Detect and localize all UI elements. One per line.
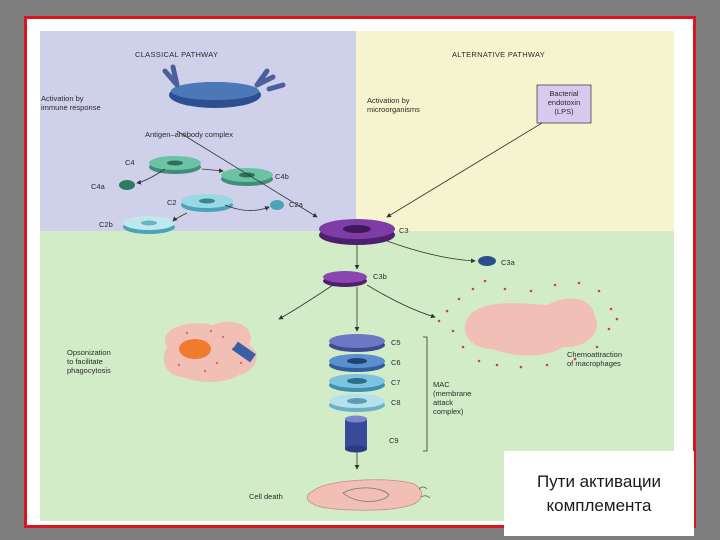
caption-box: Пути активации комплемента (504, 451, 694, 536)
c4b-label: C4b (275, 172, 289, 181)
endotoxin-label-2: endotoxin (548, 98, 581, 107)
c4b-ring-icon (221, 168, 273, 186)
c6-ring-icon (329, 354, 385, 372)
activation-micro-label-2: microorganisms (367, 105, 420, 114)
phagocyte-cell-icon (163, 321, 257, 382)
pathway-arrows (136, 122, 543, 470)
c3-label: C3 (399, 226, 409, 235)
activation-micro-label-1: Activation by (367, 96, 410, 105)
opsonization-label-2: to facilitate (67, 357, 103, 366)
mac-label-3: attack (433, 398, 453, 407)
c2-label: C2 (167, 198, 177, 207)
chemoattraction-label-1: Chemoattraction (567, 350, 622, 359)
alternative-pathway-region (356, 31, 674, 231)
alternative-pathway-header: ALTERNATIVE PATHWAY (452, 50, 545, 59)
macrophage-cell-icon (437, 279, 619, 369)
cell-death-label: Cell death (249, 492, 283, 501)
activation-immune-label-2: immune response (41, 103, 101, 112)
lysed-cell-icon (306, 479, 431, 511)
c3-ring-icon (319, 219, 395, 245)
c2a-fragment-icon (270, 200, 284, 210)
c5-label: C5 (391, 338, 401, 347)
c9-label: C9 (389, 436, 399, 445)
c3b-label: C3b (373, 272, 387, 281)
endotoxin-label-3: (LPS) (554, 107, 574, 116)
c8-ring-icon (329, 394, 385, 412)
c2-ring-icon (181, 194, 233, 212)
c3a-label: C3a (501, 258, 516, 267)
c8-label: C8 (391, 398, 401, 407)
c2b-label: C2b (99, 220, 113, 229)
opsonization-label-1: Opsonization (67, 348, 111, 357)
c4-label: C4 (125, 158, 135, 167)
c7-ring-icon (329, 374, 385, 392)
chemoattraction-label-2: of macrophages (567, 359, 621, 368)
c9-cylinder-icon (345, 415, 367, 453)
c2b-ring-icon (123, 216, 175, 234)
mac-bracket (423, 336, 428, 452)
mac-label-2: (membrane (433, 389, 471, 398)
c3b-ring-icon (323, 271, 367, 287)
c4-ring-icon (149, 156, 201, 174)
opsonization-label-3: phagocytosis (67, 366, 111, 375)
bacterial-endotoxin-box (536, 84, 592, 124)
activation-immune-label-1: Activation by (41, 94, 84, 103)
caption-line-2: комплемента (546, 495, 652, 515)
complement-pathway-diagram: CLASSICAL PATHWAY ALTERNATIVE PATHWAY Ac… (40, 31, 674, 521)
antigen-antibody-label: Antigen–antibody complex (145, 130, 233, 139)
c4a-fragment-icon (119, 180, 135, 190)
c4a-label: C4a (91, 182, 106, 191)
endotoxin-label-1: Bacterial (549, 89, 579, 98)
antigen-antibody-complex-icon (162, 64, 286, 108)
c5-ring-icon (329, 334, 385, 352)
mac-label-4: complex) (433, 407, 464, 416)
c3a-fragment-icon (478, 256, 496, 266)
mac-label-1: MAC (433, 380, 450, 389)
classical-pathway-header: CLASSICAL PATHWAY (135, 50, 218, 59)
c6-label: C6 (391, 358, 401, 367)
slide-frame: CLASSICAL PATHWAY ALTERNATIVE PATHWAY Ac… (24, 16, 696, 536)
c7-label: C7 (391, 378, 401, 387)
caption-line-1: Пути активации (536, 471, 662, 491)
